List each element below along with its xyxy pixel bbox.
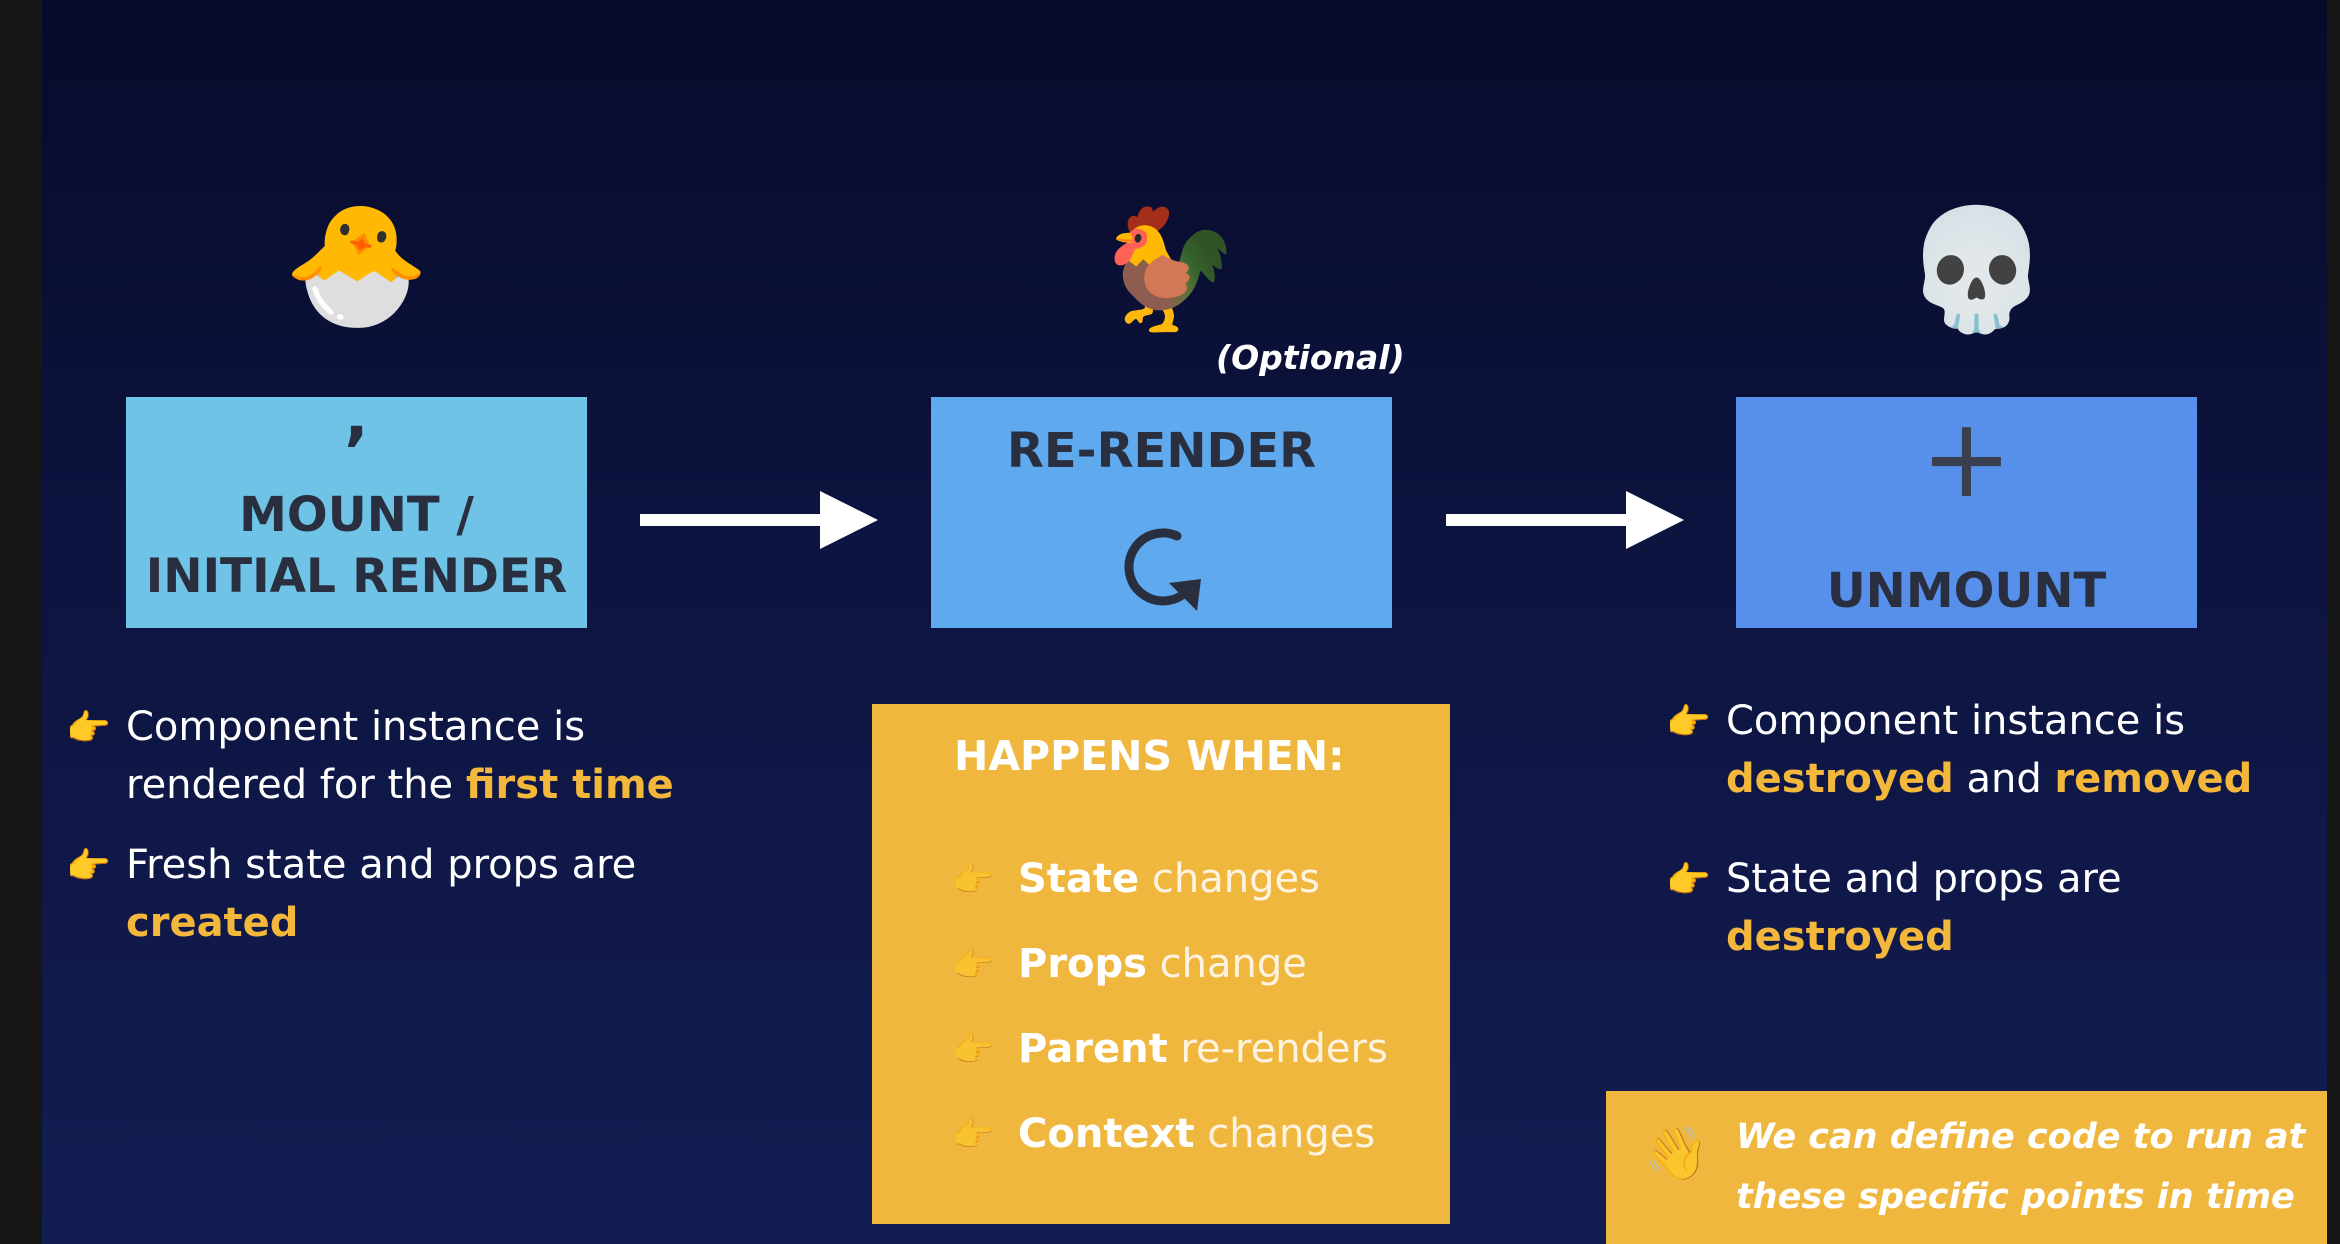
happens-when-box: HAPPENS WHEN: 👉 State changes 👉 Props ch… [872, 704, 1450, 1224]
trigger-rest: change [1146, 941, 1307, 987]
note-box: 👋 We can define code to run at these spe… [1606, 1091, 2327, 1244]
mount-stage-box: , MOUNT / INITIAL RENDER [126, 380, 587, 628]
optional-label: (Optional) [1216, 338, 1405, 377]
note-line2: these specific points in time [1736, 1177, 2295, 1217]
happens-when-heading: HAPPENS WHEN: [954, 732, 1345, 780]
highlight-text: destroyed [1726, 756, 1954, 802]
plus-glyph: + [1920, 394, 2013, 522]
bullet-text: Fresh state and props are [126, 842, 637, 888]
trigger-bold: Props [1018, 941, 1147, 987]
arrow-right-icon [1446, 491, 1684, 549]
pointing-hand-icon: 👉 [952, 1030, 995, 1070]
list-item: 👉 State and props are destroyed [1666, 850, 2286, 966]
list-item: 👉 Context changes [952, 1111, 1376, 1157]
unmount-stage-box: + UNMOUNT [1736, 394, 2197, 628]
bullet-text: Component instance is [126, 704, 586, 750]
highlight-text: destroyed [1726, 914, 1954, 960]
mount-title-line2: INITIAL RENDER [145, 549, 568, 604]
note-line1: We can define code to run at [1736, 1117, 2306, 1157]
mount-bullet-list: 👉 Component instance is rendered for the… [66, 698, 686, 952]
pointing-hand-icon: 👉 [1666, 860, 1711, 901]
trigger-bold: State [1018, 856, 1140, 902]
rooster-icon: 🐓 [1094, 200, 1241, 338]
bullet-text: State and props are [1726, 856, 2122, 902]
highlight-text: removed [2054, 756, 2253, 802]
unmount-bullet-list: 👉 Component instance is destroyed and re… [1666, 692, 2286, 966]
hatching-chick-icon: 🐣 [283, 195, 430, 333]
comma-glyph: , [344, 380, 369, 454]
unmount-title: UNMOUNT [1826, 563, 2107, 619]
highlight-text: created [126, 900, 299, 946]
trigger-bold: Parent [1018, 1026, 1168, 1072]
trigger-rest: changes [1194, 1111, 1376, 1157]
bullet-text: Component instance is [1726, 698, 2186, 744]
list-item: 👉 Fresh state and props are created [66, 836, 686, 952]
waving-hand-icon: 👋 [1644, 1124, 1709, 1184]
refresh-icon [1124, 528, 1201, 611]
trigger-rest: re-renders [1167, 1026, 1388, 1072]
rerender-title: RE-RENDER [1006, 423, 1317, 479]
list-item: 👉 Component instance is destroyed and re… [1666, 692, 2286, 808]
mount-title-line1: MOUNT / [239, 487, 474, 543]
arrow-right-icon [640, 491, 878, 549]
pointing-hand-icon: 👉 [952, 945, 995, 985]
slide: 🐣 🐓 💀 (Optional) , MOUNT / INITIAL RENDE… [42, 0, 2327, 1244]
highlight-text: first time [465, 762, 674, 808]
list-item: 👉 Props change [952, 941, 1307, 987]
rerender-stage-box: RE-RENDER [931, 397, 1392, 628]
skull-icon: 💀 [1903, 200, 2050, 338]
list-item: 👉 Component instance is rendered for the… [66, 698, 686, 814]
pointing-hand-icon: 👉 [952, 1115, 995, 1155]
pointing-hand-icon: 👉 [952, 860, 995, 900]
pointing-hand-icon: 👉 [66, 708, 111, 749]
pointing-hand-icon: 👉 [1666, 702, 1711, 743]
list-item: 👉 Parent re-renders [952, 1026, 1388, 1072]
bullet-text: rendered for the [126, 762, 466, 808]
bullet-text: and [1953, 756, 2055, 802]
pointing-hand-icon: 👉 [66, 846, 111, 887]
trigger-rest: changes [1139, 856, 1320, 902]
list-item: 👉 State changes [952, 856, 1320, 902]
trigger-bold: Context [1018, 1111, 1195, 1157]
